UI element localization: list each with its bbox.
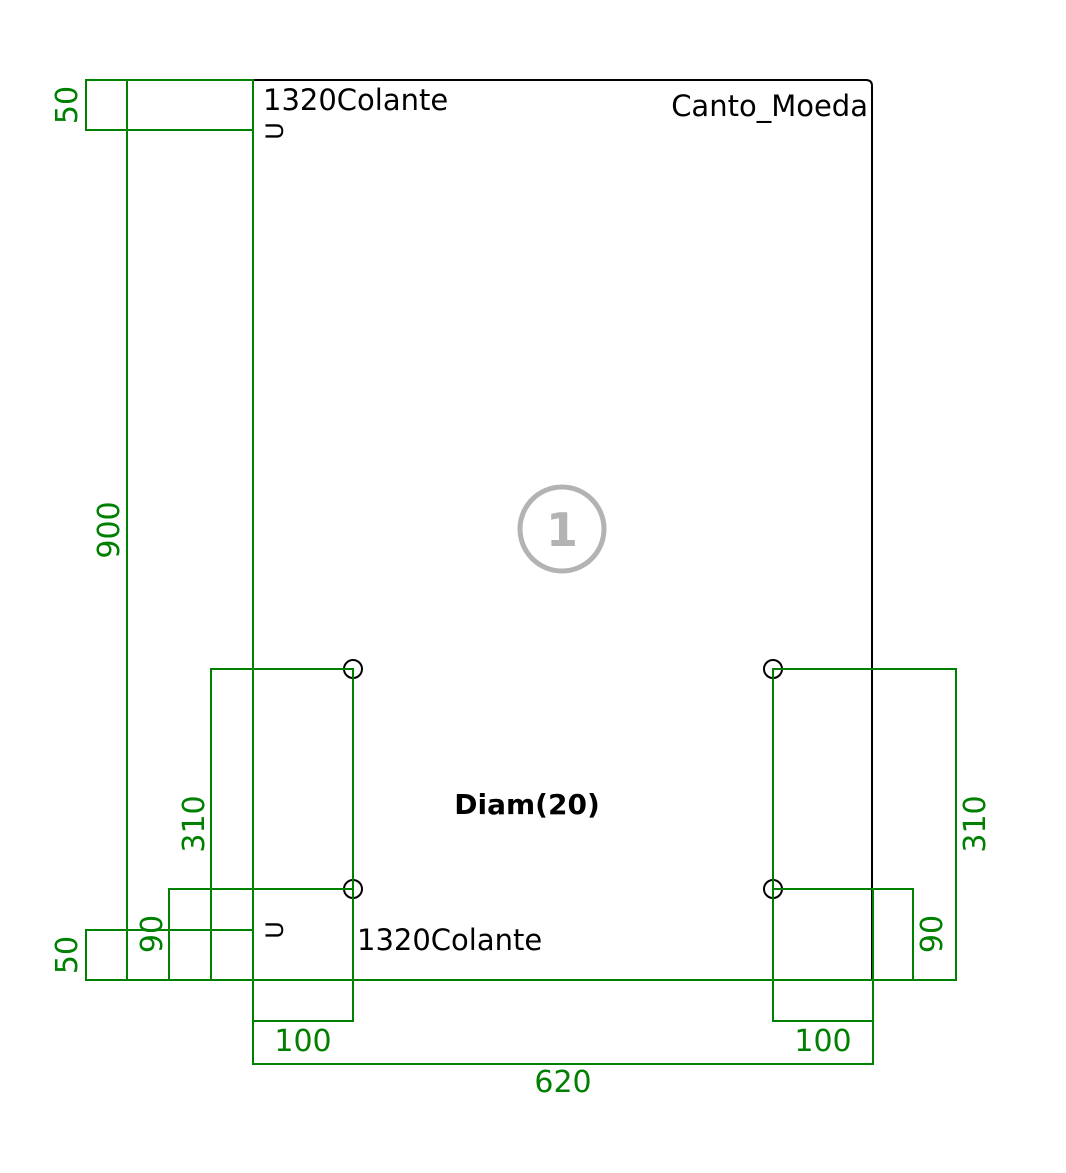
dim-top-offset-box: [85, 79, 254, 131]
dim-left-100-text: 100: [274, 1024, 331, 1059]
dim-right-100-text: 100: [794, 1024, 851, 1059]
panel-outline: [252, 79, 873, 981]
dim-right-310-text: 310: [958, 795, 993, 852]
dim-right-90-box: [772, 888, 914, 981]
dim-left-100-box: [252, 888, 354, 1022]
edge-profile-label: Canto_Moeda: [671, 89, 868, 123]
part-number-badge: [517, 484, 607, 574]
part-number: 1: [546, 503, 578, 557]
dim-right-90-text: 90: [915, 915, 950, 953]
hole-diameter-label: Diam(20): [454, 788, 599, 821]
dim-width-box: [252, 979, 874, 1065]
dim-left-310-text: 310: [177, 795, 212, 852]
edge-symbol-top: U: [261, 122, 289, 140]
dim-right-100-box: [772, 888, 874, 1022]
edge-label-bottom: 1320Colante: [357, 923, 542, 957]
dim-left-90-text: 90: [135, 915, 170, 953]
dim-bottom-offset-text: 50: [50, 936, 85, 974]
dim-width-text: 620: [534, 1065, 591, 1100]
dim-top-offset-text: 50: [50, 86, 85, 124]
edge-label-top: 1320Colante: [263, 83, 448, 117]
dim-height-text: 900: [92, 501, 127, 558]
edge-symbol-bottom: U: [261, 921, 289, 939]
